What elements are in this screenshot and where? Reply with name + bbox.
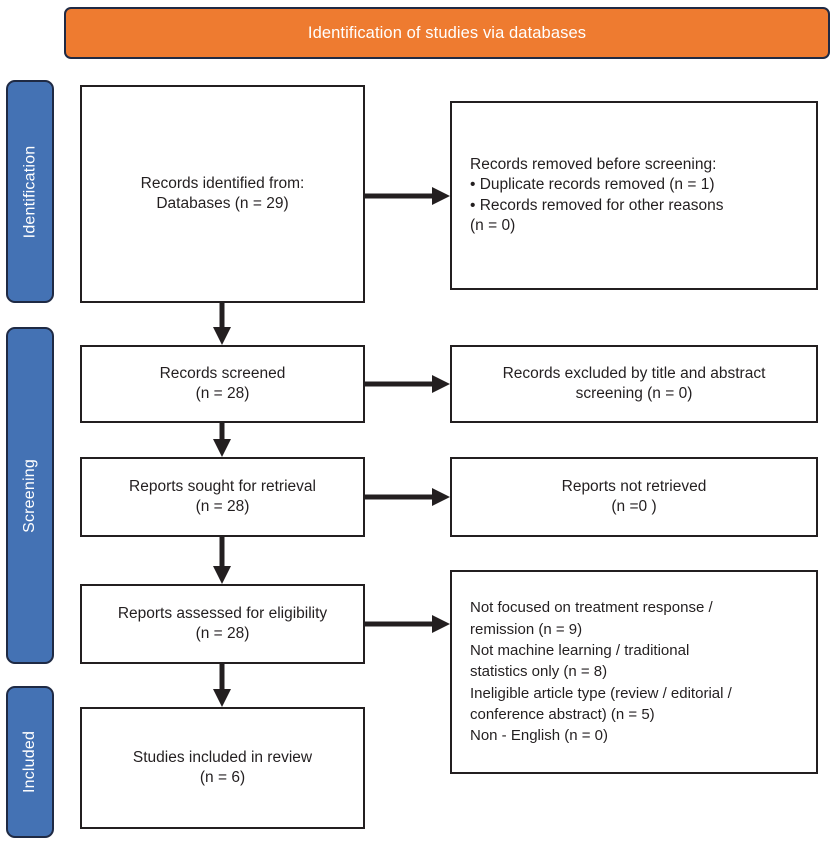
box-records-excluded-title-abstract: Records excluded by title and abstract s… [450, 345, 818, 423]
box-reports-assessed-text: Reports assessed for eligibility (n = 28… [117, 604, 328, 642]
box-records-removed-text: Records removed before screening: • Dupl… [470, 155, 724, 234]
arrowhead-identified-to-removed [432, 187, 450, 205]
box-records-removed-before-screening: Records removed before screening: • Dupl… [450, 101, 818, 290]
arrowhead-sought-to-assessed [213, 566, 231, 584]
arrowhead-assessed-to-included [213, 689, 231, 707]
stage-bar-identification: Identification [6, 80, 54, 303]
box-reports-not-retrieved-text: Reports not retrieved (n =0 ) [561, 477, 707, 515]
stage-bar-screening: Screening [6, 327, 54, 664]
arrowhead-identified-to-screened [213, 327, 231, 345]
box-records-screened-text: Records screened (n = 28) [159, 364, 286, 402]
box-exclusion-reasons-text: Not focused on treatment response / remi… [470, 599, 732, 745]
arrowhead-sought-to-not-retrieved [432, 488, 450, 506]
box-reports-sought-text: Reports sought for retrieval (n = 28) [129, 477, 316, 515]
phase-banner-label: Identification of studies via databases [307, 23, 587, 42]
stage-bar-included-label: Included [21, 730, 38, 794]
stage-bar-included: Included [6, 686, 54, 838]
box-records-identified-text: Records identified from: Databases (n = … [140, 174, 305, 212]
box-records-excluded-text: Records excluded by title and abstract s… [502, 364, 766, 402]
arrowhead-screened-to-sought [213, 439, 231, 457]
box-records-screened: Records screened (n = 28) [80, 345, 365, 423]
arrowhead-screened-to-excluded [432, 375, 450, 393]
box-reports-sought-for-retrieval: Reports sought for retrieval (n = 28) [80, 457, 365, 537]
box-exclusion-reasons: Not focused on treatment response / remi… [450, 570, 818, 774]
box-studies-included-in-review: Studies included in review (n = 6) [80, 707, 365, 829]
box-studies-included-text: Studies included in review (n = 6) [132, 748, 313, 786]
box-records-identified: Records identified from: Databases (n = … [80, 85, 365, 303]
box-reports-not-retrieved: Reports not retrieved (n =0 ) [450, 457, 818, 537]
stage-bar-screening-label: Screening [21, 458, 39, 533]
box-reports-assessed-for-eligibility: Reports assessed for eligibility (n = 28… [80, 584, 365, 664]
phase-banner-identification-via-databases: Identification of studies via databases [64, 7, 830, 59]
arrowhead-assessed-to-reasons [432, 615, 450, 633]
stage-bar-identification-label: Identification [21, 145, 39, 238]
